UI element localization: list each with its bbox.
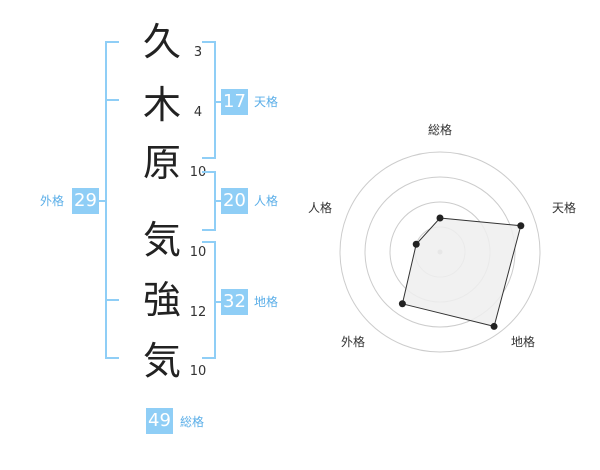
radar-label-chikaku: 地格: [510, 335, 535, 349]
chikaku-bracket-connector: [214, 301, 222, 303]
gaikaku-bracket-vertical: [105, 41, 107, 359]
jinkaku-label: 人格: [254, 194, 279, 208]
character-2: 木: [142, 83, 181, 127]
gaikaku-value: 29: [72, 188, 99, 214]
jinkaku-bracket-tick: [202, 229, 216, 231]
chikaku-value: 32: [221, 289, 248, 315]
jinkaku-value: 20: [221, 188, 248, 214]
radar-label-soukaku: 総格: [427, 123, 452, 137]
radar-grid-ring: [339, 151, 541, 353]
radar-series-area: [401, 217, 522, 328]
radar-point-2: [490, 322, 498, 330]
soukaku-label: 総格: [180, 415, 205, 429]
stroke-count-1: 3: [193, 45, 203, 60]
chikaku-bracket-vertical: [214, 241, 216, 359]
tenkaku-bracket-connector: [214, 101, 222, 103]
tenkaku-bracket-tick: [202, 157, 216, 159]
character-4: 気: [142, 218, 181, 262]
chikaku-label: 地格: [254, 295, 279, 309]
gaikaku-bracket-tick: [105, 41, 119, 43]
chikaku-bracket-tick: [202, 357, 216, 359]
tenkaku-bracket-vertical: [214, 41, 216, 159]
gaikaku-bracket-tick: [105, 357, 119, 359]
character-3: 原: [142, 141, 181, 185]
tenkaku-label: 天格: [254, 95, 279, 109]
tenkaku-bracket-tick: [202, 41, 216, 43]
character-5: 強: [142, 278, 181, 322]
gaikaku-bracket-tick: [105, 299, 119, 301]
stroke-count-2: 4: [193, 105, 203, 120]
radar-point-1: [517, 222, 525, 230]
tenkaku-value: 17: [221, 89, 248, 115]
gaikaku-bracket-connector: [96, 200, 106, 202]
character-1: 久: [142, 20, 181, 64]
character-6: 気: [142, 339, 181, 383]
jinkaku-bracket-tick: [202, 171, 216, 173]
radar-label-jinkaku: 人格: [307, 201, 332, 215]
radar-label-gaikaku: 外格: [340, 335, 365, 349]
gaikaku-bracket-tick: [105, 99, 119, 101]
chikaku-bracket-tick: [202, 241, 216, 243]
stroke-count-3: 10: [189, 165, 207, 180]
stroke-count-5: 12: [189, 305, 207, 320]
gaikaku-label: 外格: [40, 194, 65, 208]
radar-point-3: [398, 300, 406, 308]
radar-label-tenkaku: 天格: [551, 201, 576, 215]
stroke-count-4: 10: [189, 245, 207, 260]
radar-grid-ring: [364, 176, 516, 328]
radar-point-0: [436, 214, 444, 222]
soukaku-value: 49: [146, 408, 173, 434]
jinkaku-bracket-connector: [214, 200, 222, 202]
stroke-count-6: 10: [189, 364, 207, 379]
radar-point-4: [412, 240, 420, 248]
